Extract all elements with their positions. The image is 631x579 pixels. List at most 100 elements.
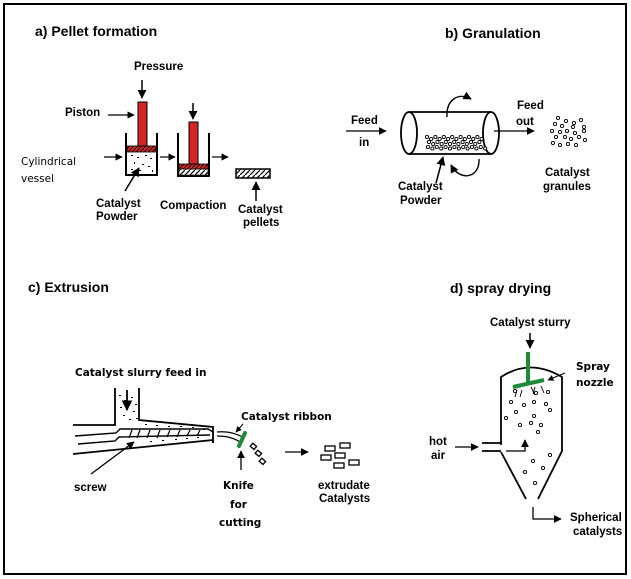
granule xyxy=(443,139,448,145)
granule xyxy=(471,136,476,142)
granule xyxy=(483,146,488,151)
drum-left-end xyxy=(400,111,418,155)
granule xyxy=(441,134,446,140)
granule xyxy=(452,144,457,150)
slurry-speck xyxy=(131,397,133,398)
catalyst-pellets-label-2: pellets xyxy=(243,217,280,229)
spray-lines xyxy=(514,385,545,398)
granule xyxy=(563,118,569,124)
knife-blade xyxy=(237,431,247,448)
ribbon-pointer-arrow xyxy=(235,423,244,433)
granule xyxy=(570,124,576,130)
extrudate-label-2: Catalysts xyxy=(319,493,371,505)
granule xyxy=(426,139,432,145)
granule xyxy=(424,134,430,140)
slurry-speck xyxy=(123,415,125,416)
granule xyxy=(578,117,584,123)
droplet xyxy=(547,452,553,458)
granule xyxy=(549,128,555,134)
granule xyxy=(462,136,467,142)
granule xyxy=(465,146,470,151)
slurry-speck xyxy=(145,424,147,425)
knife-label-3: cutting xyxy=(219,517,262,529)
piston-rod-1 xyxy=(137,101,148,147)
feed-out-label-1: Feed xyxy=(517,100,544,112)
catalyst-powder-label-2: Powder xyxy=(96,211,138,223)
rotation-arrow-bottom xyxy=(450,158,480,177)
granule xyxy=(582,137,588,143)
internal-air-arrow xyxy=(506,439,529,452)
drum-powder-granules xyxy=(424,134,488,151)
droplet xyxy=(517,422,523,428)
granule xyxy=(550,140,556,146)
droplet xyxy=(545,389,551,395)
slurry-speck xyxy=(197,437,199,438)
granule xyxy=(461,144,466,150)
slurry-speck xyxy=(119,395,121,396)
spherical-catalysts-label-1: Spherical xyxy=(570,512,622,524)
granule xyxy=(571,120,577,126)
droplet xyxy=(531,399,537,405)
outlet-arrow xyxy=(532,507,562,523)
granule xyxy=(435,139,440,145)
granule xyxy=(425,144,431,150)
piston-head-1 xyxy=(126,145,157,153)
granule xyxy=(469,144,475,150)
hopper-wall-right xyxy=(138,388,214,443)
granule xyxy=(445,136,451,142)
granules-label-1: Catalyst xyxy=(545,167,590,179)
feed-in-label-2: in xyxy=(359,137,370,149)
granule xyxy=(473,141,478,147)
slurry-speck xyxy=(168,426,170,427)
granule xyxy=(553,134,559,140)
granule xyxy=(576,134,582,140)
catalyst-ribbon-label: Catalyst ribbon xyxy=(241,411,332,423)
knife-label-2: for xyxy=(230,499,247,511)
panel-spray-drying xyxy=(455,333,566,523)
slurry-speck xyxy=(133,411,135,412)
droplet xyxy=(522,469,528,475)
slurry-speck xyxy=(162,440,164,441)
catalyst-pellet xyxy=(235,168,271,179)
granule xyxy=(562,134,568,140)
granulation-powder-pointer xyxy=(435,156,446,184)
cylindrical-label: Cylindrical xyxy=(21,156,77,168)
droplet xyxy=(535,429,541,435)
granule xyxy=(581,128,587,134)
granule xyxy=(431,141,436,147)
panel-pellet-formation xyxy=(104,80,271,201)
catalyst-pellets-label-1: Catalyst xyxy=(238,204,283,216)
powder-pointer-arrow xyxy=(124,167,140,192)
granule xyxy=(439,141,444,147)
slurry-speck xyxy=(180,426,182,427)
diagram-frame xyxy=(3,3,627,575)
slurry-speck xyxy=(186,438,188,439)
granule xyxy=(456,146,461,151)
granule xyxy=(559,123,565,129)
granule xyxy=(430,146,435,151)
spray-droplets xyxy=(503,388,553,486)
nozzle-pointer-arrow xyxy=(547,372,566,381)
granule xyxy=(572,130,578,136)
cylindrical-vessel-1 xyxy=(125,133,158,176)
slurry-specks xyxy=(119,395,205,442)
granule xyxy=(565,141,571,147)
nozzle-bar xyxy=(512,378,545,389)
spray-nozzle-label-1: Spray xyxy=(576,361,610,373)
droplet xyxy=(508,399,514,405)
granule xyxy=(474,146,479,151)
granule xyxy=(464,141,469,147)
catalyst-powder-label-1: Catalyst xyxy=(96,198,141,210)
piston-head-2 xyxy=(178,163,209,170)
slurry-speck xyxy=(129,419,131,420)
granule xyxy=(555,115,561,121)
hot-air-label-2: air xyxy=(431,450,446,462)
droplet xyxy=(528,420,534,426)
spray-drying-title: d) spray drying xyxy=(450,280,552,296)
granule xyxy=(557,142,563,148)
granule xyxy=(466,134,472,140)
granule xyxy=(439,146,444,151)
feed-out-label-2: out xyxy=(516,116,534,128)
granule xyxy=(434,144,439,150)
